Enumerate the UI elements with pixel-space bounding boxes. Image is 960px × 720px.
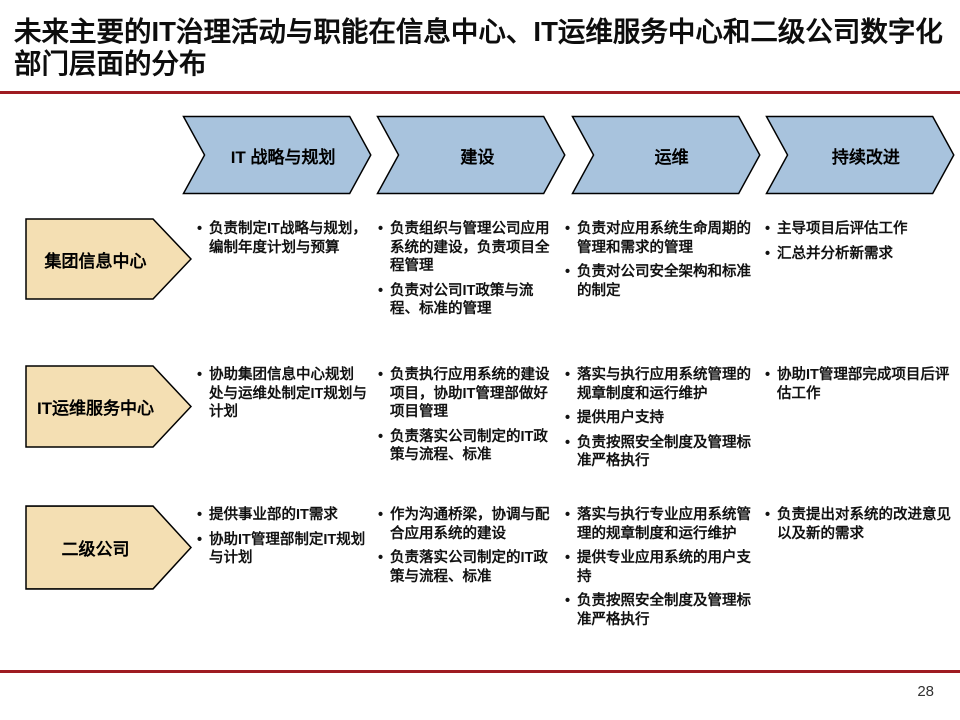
bullet-item: 协助IT管理部完成项目后评估工作: [764, 366, 956, 403]
phase-chevron-build: 建设: [376, 115, 566, 195]
arrow-shape: [25, 505, 192, 590]
cell-row3-col2: 作为沟通桥梁，协调与配合应用系统的建设 负责落实公司制定的IT政策与流程、标准: [377, 506, 559, 592]
bullet-item: 提供专业应用系统的用户支持: [564, 549, 756, 586]
bullet-item: 协助IT管理部制定IT规划与计划: [196, 531, 368, 568]
cell-row3-col3: 落实与执行专业应用系统管理的规章制度和运行维护 提供专业应用系统的用户支持 负责…: [564, 506, 756, 635]
bullet-item: 作为沟通桥梁，协调与配合应用系统的建设: [377, 506, 559, 543]
phase-chevron-improve: 持续改进: [764, 115, 955, 195]
bullet-item: 负责落实公司制定的IT政策与流程、标准: [377, 428, 559, 465]
cell-row1-col2: 负责组织与管理公司应用系统的建设，负责项目全程管理 负责对公司IT政策与流程、标…: [377, 220, 559, 325]
cell-row1-col4: 主导项目后评估工作 汇总并分析新需求: [764, 220, 956, 269]
bullet-item: 主导项目后评估工作: [764, 220, 956, 239]
title-divider-line: [0, 91, 960, 94]
cell-row1-col3: 负责对应用系统生命周期的管理和需求的管理 负责对公司安全架构和标准的制定: [564, 220, 756, 306]
bullet-item: 协助集团信息中心规划处与运维处制定IT规划与计划: [196, 366, 368, 422]
cell-row2-col3: 落实与执行应用系统管理的规章制度和运行维护 提供用户支持 负责按照安全制度及管理…: [564, 366, 756, 477]
phase-label: 建设: [460, 147, 495, 167]
bullet-item: 提供用户支持: [564, 409, 756, 428]
cell-row1-col1: 负责制定IT战略与规划，编制年度计划与预算: [196, 220, 368, 263]
arrow-shape: [25, 365, 192, 448]
bullet-item: 落实与执行专业应用系统管理的规章制度和运行维护: [564, 506, 756, 543]
phase-label: 持续改进: [831, 147, 900, 167]
row-label: 集团信息中心: [44, 251, 147, 271]
row-label: 二级公司: [61, 540, 130, 559]
bullet-item: 负责提出对系统的改进意见以及新的需求: [764, 506, 956, 543]
bullet-item: 负责对应用系统生命周期的管理和需求的管理: [564, 220, 756, 257]
row-label: IT运维服务中心: [36, 399, 155, 418]
bullet-item: 负责落实公司制定的IT政策与流程、标准: [377, 549, 559, 586]
chevron-shape: [182, 115, 372, 195]
chevron-shape: [570, 115, 761, 195]
page-number: 28: [917, 683, 934, 700]
row-arrow-it-ops-center: IT运维服务中心: [25, 365, 192, 448]
bullet-item: 负责组织与管理公司应用系统的建设，负责项目全程管理: [377, 220, 559, 276]
arrow-shape: [25, 218, 192, 300]
chevron-shape: [376, 115, 566, 195]
bullet-item: 负责按照安全制度及管理标准严格执行: [564, 434, 756, 471]
bullet-item: 负责制定IT战略与规划，编制年度计划与预算: [196, 220, 368, 257]
cell-row2-col1: 协助集团信息中心规划处与运维处制定IT规划与计划: [196, 366, 368, 428]
bullet-item: 提供事业部的IT需求: [196, 506, 368, 525]
page-title: 未来主要的IT治理活动与职能在信息中心、IT运维服务中心和二级公司数字化部门层面…: [14, 16, 943, 79]
bullet-item: 负责对公司安全架构和标准的制定: [564, 263, 756, 300]
footer-divider-line: [0, 670, 960, 673]
phase-label: 运维: [654, 147, 689, 167]
bullet-item: 负责按照安全制度及管理标准严格执行: [564, 592, 756, 629]
phase-chevron-strategy: IT 战略与规划: [182, 115, 372, 195]
row-arrow-second-level-company: 二级公司: [25, 505, 192, 590]
bullet-item: 落实与执行应用系统管理的规章制度和运行维护: [564, 366, 756, 403]
cell-row3-col1: 提供事业部的IT需求 协助IT管理部制定IT规划与计划: [196, 506, 368, 574]
phase-label: IT 战略与规划: [230, 147, 336, 167]
cell-row3-col4: 负责提出对系统的改进意见以及新的需求: [764, 506, 956, 549]
chevron-shape: [764, 115, 955, 195]
cell-row2-col4: 协助IT管理部完成项目后评估工作: [764, 366, 956, 409]
bullet-item: 汇总并分析新需求: [764, 245, 956, 264]
phase-chevron-operate: 运维: [570, 115, 761, 195]
bullet-item: 负责执行应用系统的建设项目，协助IT管理部做好项目管理: [377, 366, 559, 422]
row-arrow-group-info-center: 集团信息中心: [25, 218, 192, 300]
cell-row2-col2: 负责执行应用系统的建设项目，协助IT管理部做好项目管理 负责落实公司制定的IT政…: [377, 366, 559, 471]
bullet-item: 负责对公司IT政策与流程、标准的管理: [377, 282, 559, 319]
phase-header-row: IT 战略与规划 建设 运维 持续改进: [182, 115, 955, 195]
